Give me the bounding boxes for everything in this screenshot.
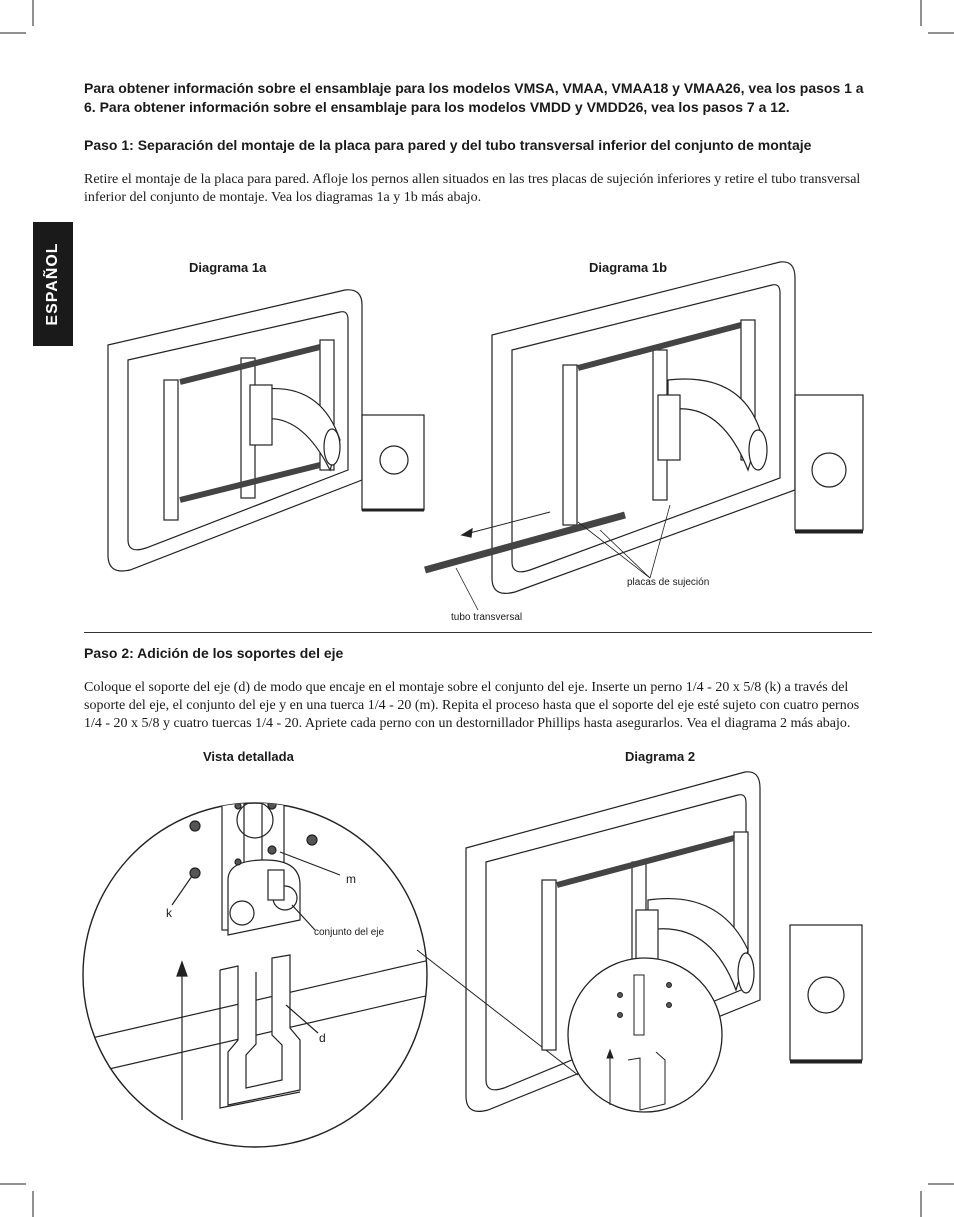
step2-text: Coloque el soporte del eje (d) de modo q… [84,680,860,731]
section-divider [84,632,872,633]
callout-cross-tube: tubo transversal [451,612,523,623]
step1-text: Retire el montaje de la placa para pared… [84,172,861,205]
detail-view-label: Vista detallada [203,749,294,764]
callout-clamp-plates: placas de sujeción [627,577,710,588]
callout-axis-assembly: conjunto del eje [314,927,385,938]
callout-m: m [346,872,356,886]
callout-d: d [319,1031,326,1045]
diagram-1a-label: Diagrama 1a [189,260,267,275]
language-tab: ESPAÑOL [33,222,73,346]
step2-title: Paso 2: Adición de los soportes del eje [84,645,344,661]
diagram-2-label: Diagrama 2 [625,749,696,764]
diagram-1b-label: Diagrama 1b [589,260,668,275]
callout-k: k [166,906,172,920]
step1-title: Paso 1: Separación del montaje de la pla… [84,137,812,153]
intro-paragraph: Para obtener información sobre el ensamb… [84,80,864,115]
